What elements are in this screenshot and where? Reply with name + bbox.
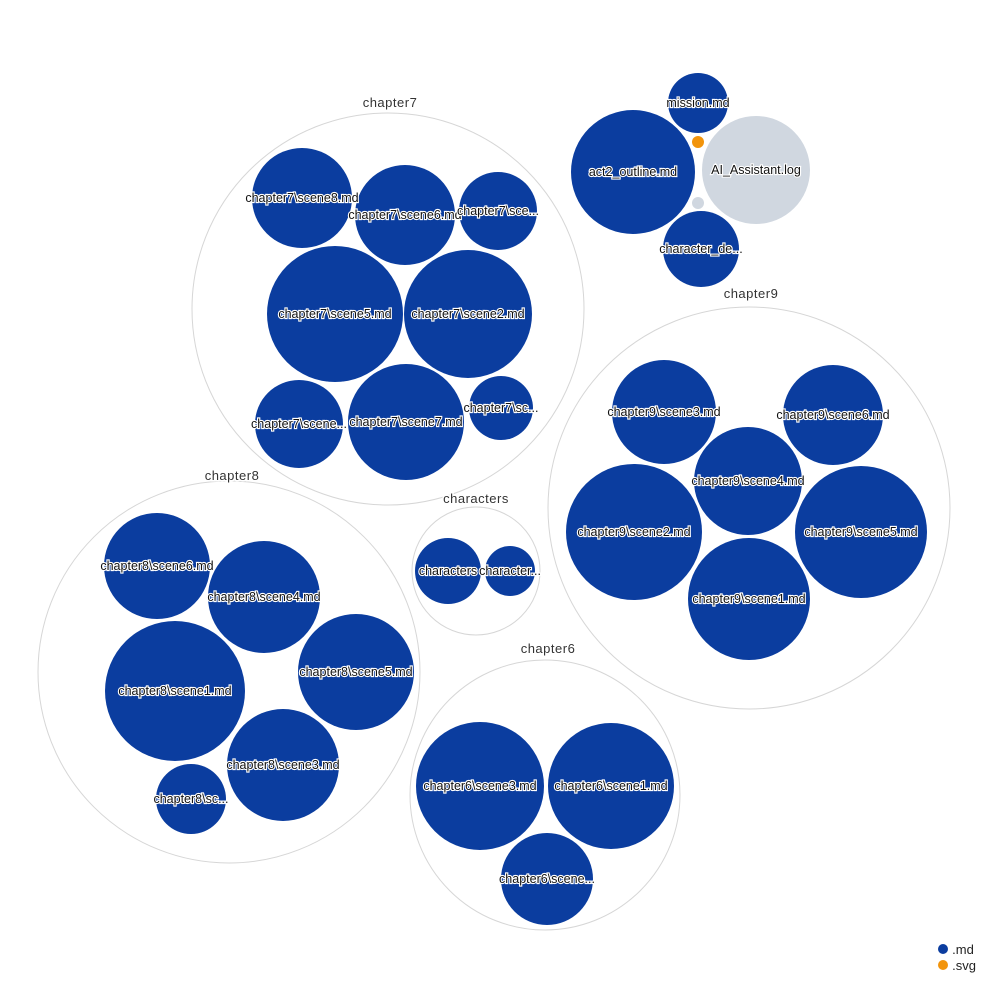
file-label-chapter9-scene5-md: chapter9\scene5.md <box>804 525 917 539</box>
file-label-chapter9-scene2-md: chapter9\scene2.md <box>577 525 690 539</box>
file-label-chapter7-sce: chapter7\sce... <box>457 204 539 218</box>
file-circle-chapter6-scene1-md[interactable] <box>548 723 674 849</box>
file-label-character: character... <box>479 564 541 578</box>
legend-swatch-svg <box>938 960 949 970</box>
legend-label-md: .md <box>952 941 974 957</box>
file-label-act2-outline-md: act2_outline.md <box>589 165 677 179</box>
file-label-chapter7-scene6-md: chapter7\scene6.md <box>348 208 461 222</box>
group-circle-characters[interactable] <box>411 506 541 636</box>
file-circle-chapter8-scene4-md[interactable] <box>208 541 320 653</box>
group-files-chapter8 <box>104 513 414 834</box>
file-label-ai-assistant-log: AI_Assistant.log <box>711 163 801 177</box>
file-label-chapter7-scene5-md: chapter7\scene5.md <box>278 307 391 321</box>
group-characters: characters <box>411 490 541 636</box>
file-circle-chapter9-scene2-md[interactable] <box>566 464 702 600</box>
file-circle-character[interactable] <box>485 546 535 596</box>
file-circle-chapter9-scene3-md[interactable] <box>612 360 716 464</box>
file-circle-chapter8-sc[interactable] <box>156 764 226 834</box>
file-circle-chapter8-scene3-md[interactable] <box>227 709 339 821</box>
file-label-chapter6-scene: chapter6\scene... <box>499 872 595 886</box>
file-label-chapter7-sc: chapter7\sc... <box>463 401 538 415</box>
group-circle-chapter9[interactable] <box>547 306 951 710</box>
group-chapter8: chapter8 <box>37 467 421 864</box>
file-circle-chapter9-scene5-md[interactable] <box>795 466 927 598</box>
group-label-chapter7: chapter7 <box>363 95 418 110</box>
file-circle-chapter7-sc[interactable] <box>469 376 533 440</box>
file-circle-chapter7-scene5-md[interactable] <box>267 246 403 382</box>
file-circle-chapter9-scene6-md[interactable] <box>783 365 883 465</box>
legend-label-svg: .svg <box>952 957 976 973</box>
file-circle-chapter9-scene4-md[interactable] <box>694 427 802 535</box>
group-label-chapter8: chapter8 <box>205 468 260 483</box>
legend-item-md: .md <box>938 941 976 957</box>
file-label-chapter7-scene7-md: chapter7\scene7.md <box>349 415 462 429</box>
group-circle-chapter8[interactable] <box>37 480 421 864</box>
file-label-chapter9-scene6-md: chapter9\scene6.md <box>776 408 889 422</box>
file-label-chapter7-scene8-md: chapter7\scene8.md <box>245 191 358 205</box>
file-circle-chapter7-scene7-md[interactable] <box>348 364 464 480</box>
file-circle-chapter7-scene[interactable] <box>255 380 343 468</box>
group-chapter7: chapter7 <box>191 94 585 506</box>
group-chapter9: chapter9 <box>547 285 951 710</box>
file-circle-chapter7-scene2-md[interactable] <box>404 250 532 378</box>
file-dot-svg-4[interactable] <box>692 136 704 148</box>
group-label-characters: characters <box>443 491 509 506</box>
file-circle-chapter7-scene6-md[interactable] <box>355 165 455 265</box>
group-chapter6: chapter6 <box>409 640 681 931</box>
file-label-chapter8-scene5-md: chapter8\scene5.md <box>299 665 412 679</box>
group-label-chapter6: chapter6 <box>521 641 576 656</box>
file-circle-chapter9-scene1-md[interactable] <box>688 538 810 660</box>
file-label-chapter7-scene: chapter7\scene... <box>251 417 347 431</box>
file-circle-act2-outline-md[interactable] <box>571 110 695 234</box>
file-circle-chapter7-scene8-md[interactable] <box>252 148 352 248</box>
file-label-chapter7-scene2-md: chapter7\scene2.md <box>411 307 524 321</box>
group-label-chapter9: chapter9 <box>724 286 779 301</box>
group-circle-chapter7[interactable] <box>191 112 585 506</box>
file-label-chapter9-scene1-md: chapter9\scene1.md <box>692 592 805 606</box>
legend-item-svg: .svg <box>938 957 976 973</box>
file-circle-chapter7-sce[interactable] <box>459 172 537 250</box>
group-files-chapter7 <box>252 148 537 480</box>
file-circle-chapter6-scene[interactable] <box>501 833 593 925</box>
root-files <box>571 73 810 287</box>
file-dot-other-5[interactable] <box>692 197 704 209</box>
file-circle-mission-md[interactable] <box>668 73 728 133</box>
file-label-chapter8-scene4-md: chapter8\scene4.md <box>207 590 320 604</box>
file-circle-ai-assistant-log[interactable] <box>702 116 810 224</box>
file-label-chapter9-scene3-md: chapter9\scene3.md <box>607 405 720 419</box>
file-circle-chapter8-scene1-md[interactable] <box>105 621 245 761</box>
file-label-chapter8-scene6-md: chapter8\scene6.md <box>100 559 213 573</box>
file-labels: chapter7\scene8.mdchapter7\scene6.mdchap… <box>99 95 919 887</box>
legend-swatch-md <box>938 944 949 954</box>
legend: .md .svg <box>938 941 976 973</box>
group-circle-chapter6[interactable] <box>409 659 681 931</box>
file-label-chapter9-scene4-md: chapter9\scene4.md <box>691 474 804 488</box>
file-circle-characters[interactable] <box>415 538 481 604</box>
file-label-chapter8-scene3-md: chapter8\scene3.md <box>226 758 339 772</box>
group-files-chapter9 <box>566 360 927 660</box>
file-circle-character-de[interactable] <box>663 211 739 287</box>
file-label-chapter6-scene1-md: chapter6\scene1.md <box>554 779 667 793</box>
file-circle-chapter8-scene5-md[interactable] <box>298 614 414 730</box>
file-label-chapter8-sc: chapter8\sc... <box>153 792 228 806</box>
group-files-chapter6 <box>416 722 674 925</box>
file-label-characters: characters <box>419 564 477 578</box>
group-files-characters <box>415 538 535 604</box>
file-circle-chapter6-scene3-md[interactable] <box>416 722 544 850</box>
file-label-mission-md: mission.md <box>666 96 729 110</box>
file-label-character-de: character_de... <box>659 242 742 256</box>
file-circle-chapter8-scene6-md[interactable] <box>104 513 210 619</box>
file-label-chapter8-scene1-md: chapter8\scene1.md <box>118 684 231 698</box>
file-label-chapter6-scene3-md: chapter6\scene3.md <box>423 779 536 793</box>
